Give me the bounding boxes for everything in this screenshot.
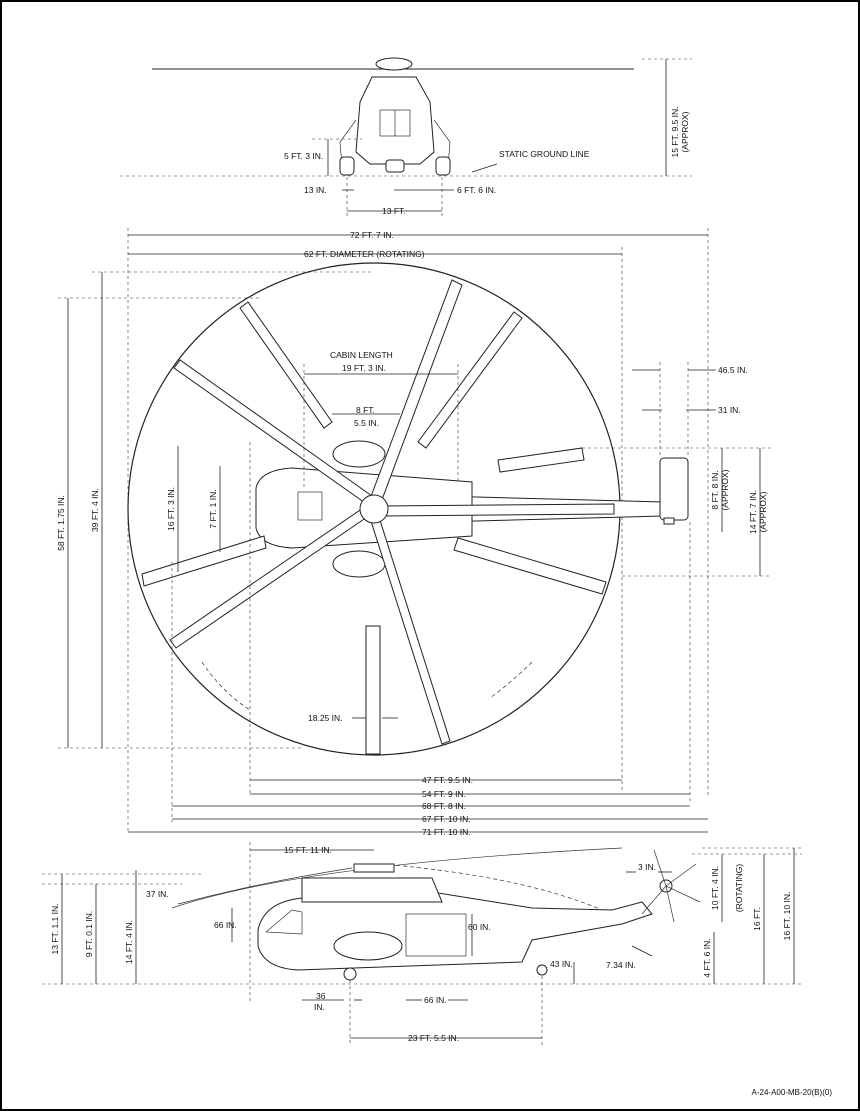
float-offset-label: 6 FT. 6 IN. — [457, 185, 496, 195]
folded-blade-6 — [365, 625, 381, 755]
front-rotor-hub — [375, 57, 413, 71]
tail-fin — [659, 457, 689, 521]
right-sponson — [332, 550, 386, 578]
door-height-label: 66 IN. — [214, 920, 237, 930]
width-39-label: 39 FT. 4 IN. — [90, 488, 100, 532]
folded-blade-2 — [417, 311, 523, 449]
overall-span-label: 72 FT. 7 IN. — [350, 230, 394, 240]
front-tail-wheel — [385, 159, 405, 173]
side-fuselage — [257, 891, 653, 971]
tail-14-approx: (APPROX) — [758, 491, 768, 532]
ground-43-label: 43 IN. — [550, 959, 573, 969]
rotor-diameter-label: 62 FT. DIAMETER (ROTATING) — [304, 249, 425, 259]
folded-blade-5 — [453, 537, 607, 595]
blade-droop-label: 37 IN. — [146, 889, 169, 899]
tail-14-label: 14 FT. 7 IN. — [748, 490, 758, 534]
tail-rotor-dia-note: (ROTATING) — [734, 864, 744, 912]
h16-10-label: 16 FT. 10 IN. — [782, 892, 792, 941]
len-54-label: 54 FT. 9 IN. — [422, 789, 466, 799]
folded-blade-3 — [497, 447, 585, 473]
side-sponson — [333, 931, 403, 961]
main-rotor-blades — [169, 279, 615, 745]
front-right-wheel — [435, 156, 451, 176]
len-47-label: 47 FT. 9.5 IN. — [422, 775, 473, 785]
cabin-16-label: 16 FT. 3 IN. — [166, 487, 176, 531]
h4-label: 4 FT. 6 IN. — [702, 938, 712, 977]
blade-chord-label: 18.25 IN. — [308, 713, 343, 723]
folded-blade-4 — [141, 535, 267, 587]
len-67-label: 67 FT. 10 IN. — [422, 814, 471, 824]
wheel-36-a: 36 — [316, 991, 326, 1001]
rotor-hub — [359, 494, 389, 524]
tail-rotor-dia-label: 10 FT. 4 IN. — [710, 866, 720, 910]
front-view: STATIC GROUND LINE 15 FT. 9.5 IN. (APPRO… — [120, 57, 692, 216]
wheel-width-label: 13 IN. — [304, 185, 327, 195]
left-sponson — [332, 440, 386, 468]
tail-8-approx: (APPROX) — [720, 469, 730, 510]
front-height-label: 15 FT. 9.5 IN. — [670, 106, 680, 157]
track-label: 13 FT. — [382, 206, 406, 216]
width-58-label: 58 FT. 1.75 IN. — [56, 495, 66, 551]
top-view: 72 FT. 7 IN. 62 FT. DIAMETER (ROTATING) — [56, 228, 772, 837]
side-engine-fairing — [301, 877, 443, 903]
h13-label: 13 FT. 1.1 IN. — [50, 903, 60, 954]
tail-rotor-gap-label: 3 IN. — [638, 862, 656, 872]
side-view: 15 FT. 11 IN. 3 IN. 13 FT. 1.1 IN. 9 FT.… — [42, 842, 802, 1046]
folded-blade-1 — [239, 301, 333, 429]
cabin-7-label: 7 FT. 1 IN. — [208, 489, 218, 528]
tail-wheel — [536, 964, 548, 976]
tail-46-label: 46.5 IN. — [718, 365, 748, 375]
cabin-length-label: 19 FT. 3 IN. — [342, 363, 386, 373]
h9-label: 9 FT. 0.1 IN. — [84, 911, 94, 957]
wheelbase-label: 23 FT. 5.5 IN. — [408, 1033, 459, 1043]
float-66-label: 66 IN. — [424, 995, 447, 1005]
len-68-label: 68 FT. 8 IN. — [422, 801, 466, 811]
document-code: A-24-A00-MB-20(B)(0) — [751, 1088, 832, 1097]
h14-label: 14 FT. 4 IN. — [124, 920, 134, 964]
static-ground-line-label: STATIC GROUND LINE — [499, 149, 590, 159]
cargo-door-label: 60 IN. — [468, 922, 491, 932]
main-wheel — [343, 967, 357, 981]
tail-8-label: 8 FT. 8 IN. — [710, 470, 720, 509]
rotor-blade-5 — [381, 503, 615, 517]
h16-label: 16 FT. — [752, 907, 762, 931]
side-rotor-blade-1 — [171, 847, 623, 909]
cabin-length-title: CABIN LENGTH — [330, 350, 393, 360]
tail-31-label: 31 IN. — [718, 405, 741, 415]
side-windshield — [265, 909, 303, 935]
front-left-wheel — [339, 156, 355, 176]
front-height-approx: (APPROX) — [680, 111, 690, 152]
wheel-36-b: IN. — [314, 1002, 325, 1012]
len-71-label: 71 FT. 10 IN. — [422, 827, 471, 837]
cargo-door — [405, 913, 467, 957]
rotor-to-nose-label: 15 FT. 11 IN. — [284, 845, 332, 855]
gear-height-label: 5 FT. 3 IN. — [284, 151, 323, 161]
ground-734-label: 7.34 IN. — [606, 960, 636, 970]
hub-offset-b: 5.5 IN. — [354, 418, 379, 428]
hub-offset-a: 8 FT. — [356, 405, 375, 415]
